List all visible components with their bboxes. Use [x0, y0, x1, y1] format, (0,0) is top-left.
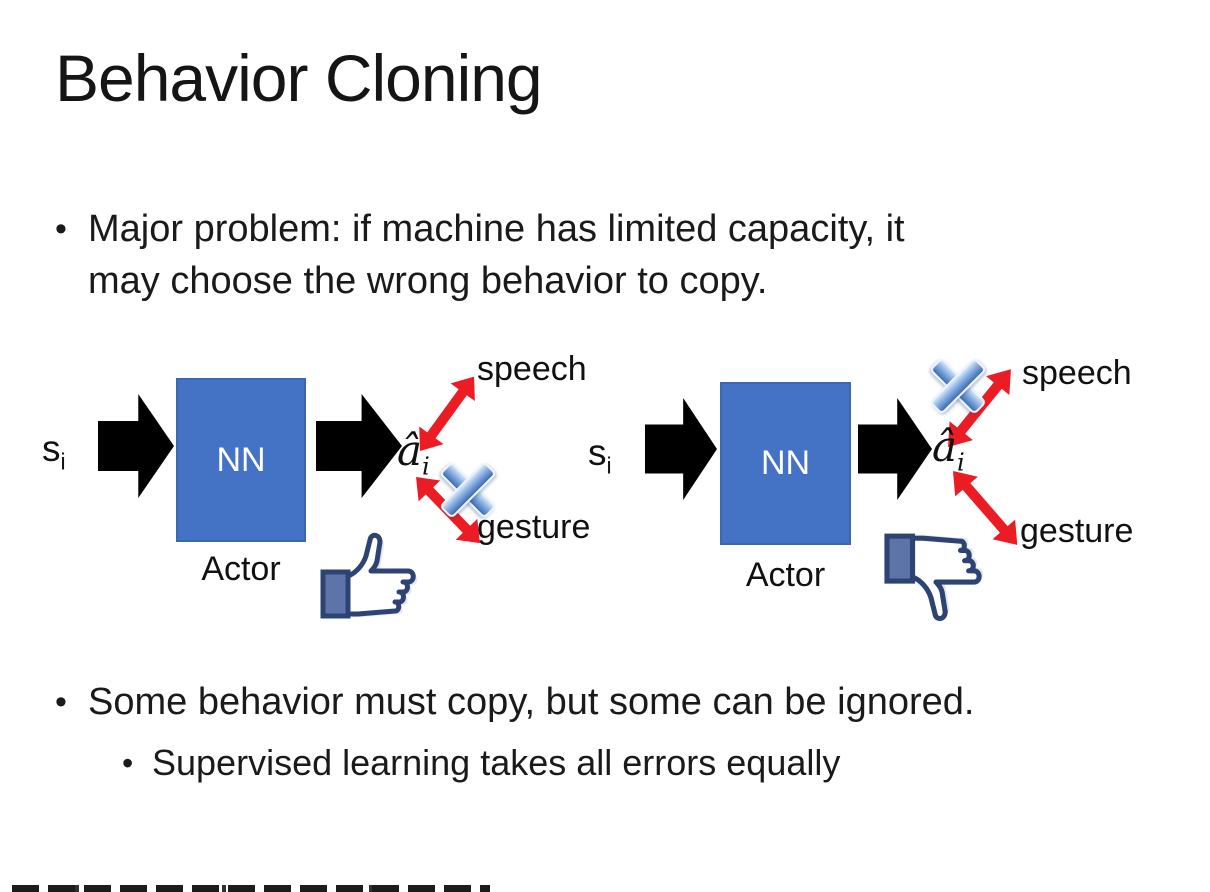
bullet-line-1: Major problem: if machine has limited ca… [88, 208, 905, 250]
actor-caption: Actor [745, 556, 826, 594]
thumbs-down-icon [880, 530, 992, 631]
page-title: Behavior Cloning [55, 41, 543, 115]
double-arrow-gesture-icon [405, 467, 490, 554]
right-arrow-icon [858, 398, 932, 500]
nn-box-label: NN [760, 444, 811, 482]
gesture-label: gesture [477, 508, 591, 546]
speech-label: speech [1022, 354, 1132, 392]
state-label: si [42, 428, 66, 475]
actor-caption: Actor [201, 550, 281, 588]
bottom-cropped-text-artifact [12, 885, 490, 892]
double-arrow-gesture-icon [942, 461, 1029, 555]
bullet-marker: • [122, 745, 134, 781]
gesture-label: gesture [1020, 512, 1134, 550]
bullet-text: Major problem: if machine has limited ca… [88, 203, 905, 307]
bullet-line-2: may choose the wrong behavior to copy. [88, 260, 768, 302]
bullet-major-problem: • Major problem: if machine has limited … [55, 203, 905, 307]
double-arrow-speech-icon [936, 360, 1022, 457]
speech-label: speech [477, 350, 587, 388]
right-arrow-icon [316, 394, 402, 498]
right-arrow-icon [645, 398, 717, 500]
double-arrow-speech-icon [408, 368, 486, 460]
bullet-some-behavior: • Some behavior must copy, but some can … [55, 678, 974, 726]
bullet-supervised-learning: • Supervised learning takes all errors e… [122, 740, 840, 786]
bullet-marker: • [55, 210, 67, 248]
nn-box: NN [176, 378, 306, 542]
nn-box-label: NN [216, 440, 266, 479]
nn-box: NN [720, 382, 851, 545]
bullet-marker: • [55, 683, 67, 721]
bullet-text: Supervised learning takes all errors equ… [152, 742, 841, 783]
thumbs-up-icon [318, 528, 424, 627]
bullet-text: Some behavior must copy, but some can be… [88, 681, 975, 723]
right-arrow-icon [98, 394, 174, 498]
action-label: âi [397, 426, 430, 481]
cross-out-icon [437, 459, 499, 521]
state-label: si [588, 432, 612, 479]
action-label: âi [932, 422, 965, 477]
cross-out-icon [927, 355, 989, 417]
